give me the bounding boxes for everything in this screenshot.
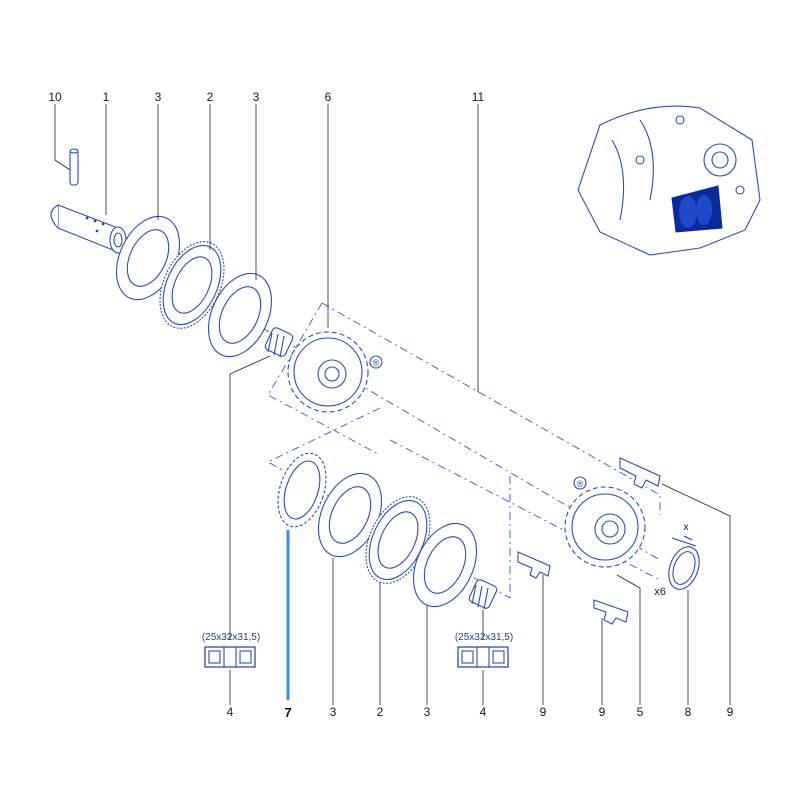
circlip-part-8: x x6 [654, 522, 700, 598]
axis-x-label: x [684, 522, 689, 533]
bearing-dim-right: (25x32x31,5) [455, 632, 513, 668]
washer-part-3-lower-left [317, 472, 383, 558]
shaft-part-1 [50, 204, 127, 254]
clip-part-9-left [517, 551, 551, 579]
gearbox-thumbnail-icon [577, 105, 761, 256]
callout-9-c: 9 [727, 705, 734, 719]
callout-8: 8 [685, 705, 692, 719]
callout-7-highlighted: 7 [284, 705, 291, 720]
callout-3-bottom-b: 3 [424, 705, 431, 719]
bottom-callouts: 4 7 3 2 3 4 9 9 5 8 9 [227, 705, 734, 720]
needle-bearing-part-4-upper [264, 327, 294, 358]
callout-4-left: 4 [227, 705, 234, 719]
callout-6: 6 [325, 90, 332, 104]
callout-1: 1 [103, 90, 110, 104]
leader-lines [54, 104, 731, 705]
gear-part-6: ® [287, 331, 383, 413]
washer-part-3-lower-right [412, 522, 478, 608]
bearing-dim-left: (25x32x31,5) [202, 632, 260, 668]
bearing-square-icon [457, 646, 509, 668]
callout-11: 11 [472, 90, 485, 104]
callout-3-top-b: 3 [253, 90, 260, 104]
clip-part-9-mid [593, 599, 629, 625]
registered-mark-upper: ® [373, 358, 380, 368]
registered-mark-lower: ® [577, 479, 584, 489]
callout-5: 5 [637, 705, 644, 719]
clip-part-9-right [619, 457, 661, 489]
callout-4-right: 4 [480, 705, 487, 719]
top-callouts: 10 1 3 2 3 6 11 [48, 90, 484, 104]
callout-3-bottom-a: 3 [330, 705, 337, 719]
quantity-x6-label: x6 [654, 586, 666, 598]
callout-9-a: 9 [540, 705, 547, 719]
bearing-dim-right-label: (25x32x31,5) [455, 632, 513, 643]
callout-3-top-a: 3 [155, 90, 162, 104]
washer-part-3-upper-right [207, 272, 273, 358]
callout-9-b: 9 [599, 705, 606, 719]
callout-2-bottom: 2 [377, 705, 384, 719]
callout-10: 10 [48, 90, 62, 104]
callout-2-top: 2 [207, 90, 214, 104]
gear-part-5: ® [564, 476, 646, 568]
bearing-square-icon [204, 646, 256, 668]
needle-bearing-part-4-lower [468, 579, 498, 610]
friction-disc-part-2-lower [365, 496, 431, 584]
synchro-ring-part-7 [277, 452, 327, 528]
bearing-dim-left-label: (25x32x31,5) [202, 632, 260, 643]
pin-part-10 [69, 148, 79, 186]
